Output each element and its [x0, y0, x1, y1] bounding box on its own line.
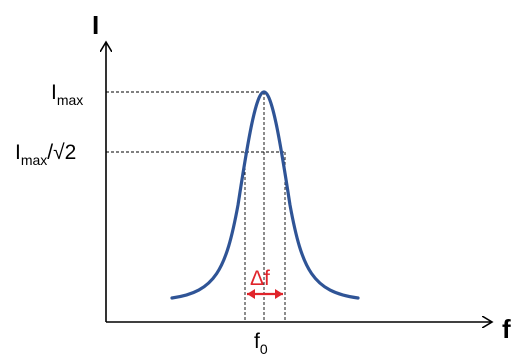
resonance-curve	[170, 90, 360, 300]
f0-label-sub: 0	[260, 341, 268, 357]
x-axis-label: f	[502, 314, 511, 344]
imax-root2-sub: max	[21, 152, 47, 168]
imax-root2-label: Imax/√2	[15, 141, 76, 168]
imax-label: Imax	[51, 81, 83, 108]
y-axis-label: I	[92, 10, 99, 40]
imax-root2-tail: /√2	[47, 141, 76, 164]
imax-label-main: I	[51, 81, 57, 104]
f0-label-main: f	[254, 330, 260, 353]
delta-f-label: Δf	[250, 267, 270, 290]
imax-label-sub: max	[57, 92, 83, 108]
f0-label: f0	[254, 330, 268, 357]
imax-root2-main: I	[15, 141, 21, 164]
